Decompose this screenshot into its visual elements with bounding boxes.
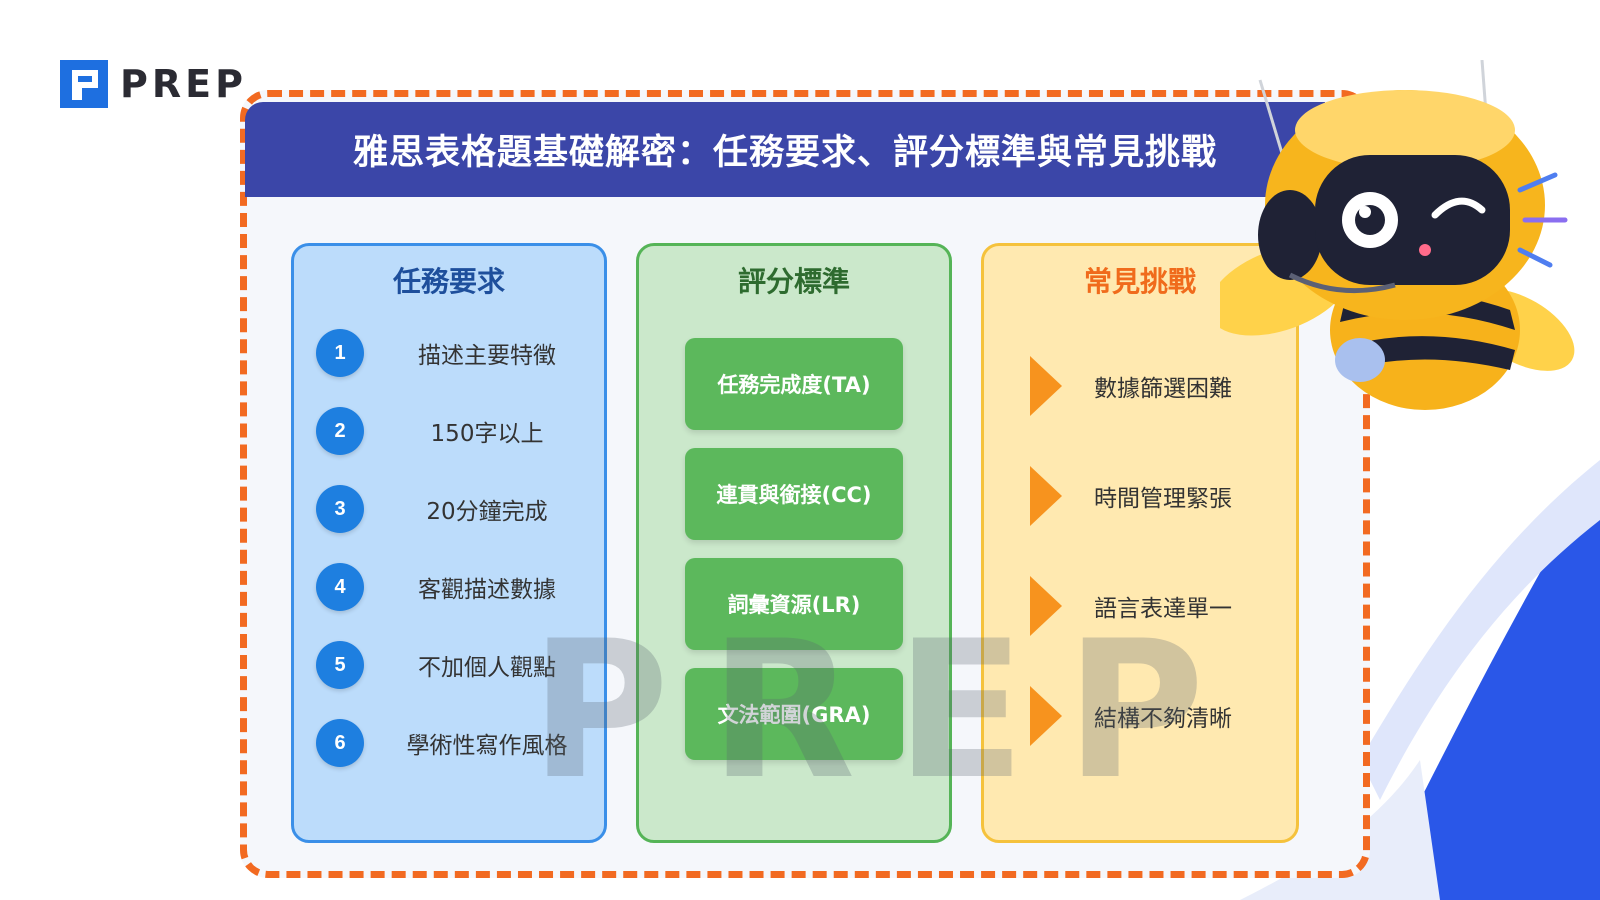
task-label: 150字以上 <box>430 421 544 447</box>
criteria-card-gra: 文法範圍(GRA) <box>685 668 903 760</box>
list-item: 結構不夠清晰 <box>1030 681 1280 751</box>
list-item: 時間管理緊張 <box>1030 461 1280 531</box>
arrow-right-icon <box>1030 686 1062 746</box>
challenge-label: 語言表達單一 <box>1094 596 1232 622</box>
brand-logo[interactable]: PREP <box>58 58 247 110</box>
arrow-right-icon <box>1030 576 1062 636</box>
criteria-card-ta: 任務完成度(TA) <box>685 338 903 430</box>
task-label: 學術性寫作風格 <box>406 733 568 759</box>
challenge-label: 結構不夠清晰 <box>1094 706 1232 732</box>
challenges-column: 常見挑戰 數據篩選困難 時間管理緊張 語言表達單一 結構不夠清晰 <box>981 243 1299 843</box>
list-item: 3 20分鐘完成 <box>316 484 586 534</box>
number-badge: 6 <box>316 719 364 767</box>
arrow-right-icon <box>1030 466 1062 526</box>
list-item: 4 客觀描述數據 <box>316 562 586 612</box>
tasks-column: 任務要求 1 描述主要特徵 2 150字以上 3 20分鐘完成 4 客觀描述數據… <box>291 243 607 843</box>
criteria-card-lr: 詞彙資源(LR) <box>685 558 903 650</box>
criteria-card-cc: 連貫與銜接(CC) <box>685 448 903 540</box>
logo-text: PREP <box>120 62 247 106</box>
title-bar: 雅思表格題基礎解密：任務要求、評分標準與常見挑戰 <box>245 102 1325 197</box>
task-label: 客觀描述數據 <box>418 577 556 603</box>
bee-mascot-icon <box>1220 60 1575 410</box>
criteria-column: 評分標準 任務完成度(TA) 連貫與銜接(CC) 詞彙資源(LR) 文法範圍(G… <box>636 243 952 843</box>
list-item: 5 不加個人觀點 <box>316 640 586 690</box>
arrow-right-icon <box>1030 356 1062 416</box>
number-badge: 2 <box>316 407 364 455</box>
task-label: 20分鐘完成 <box>426 499 548 525</box>
list-item: 數據篩選困難 <box>1030 351 1280 421</box>
number-badge: 4 <box>316 563 364 611</box>
task-label: 不加個人觀點 <box>418 655 556 681</box>
number-badge: 5 <box>316 641 364 689</box>
task-label: 描述主要特徵 <box>418 343 556 369</box>
challenge-label: 數據篩選困難 <box>1094 376 1232 402</box>
number-badge: 3 <box>316 485 364 533</box>
page-title: 雅思表格題基礎解密：任務要求、評分標準與常見挑戰 <box>352 133 1217 173</box>
prep-logo-icon <box>60 60 108 108</box>
criteria-heading: 評分標準 <box>737 265 850 298</box>
challenges-heading: 常見挑戰 <box>1083 265 1196 298</box>
list-item: 1 描述主要特徵 <box>316 328 586 378</box>
list-item: 6 學術性寫作風格 <box>316 718 586 768</box>
list-item: 語言表達單一 <box>1030 571 1280 641</box>
number-badge: 1 <box>316 329 364 377</box>
challenge-label: 時間管理緊張 <box>1094 486 1232 512</box>
list-item: 2 150字以上 <box>316 406 586 456</box>
tasks-heading: 任務要求 <box>392 265 505 298</box>
